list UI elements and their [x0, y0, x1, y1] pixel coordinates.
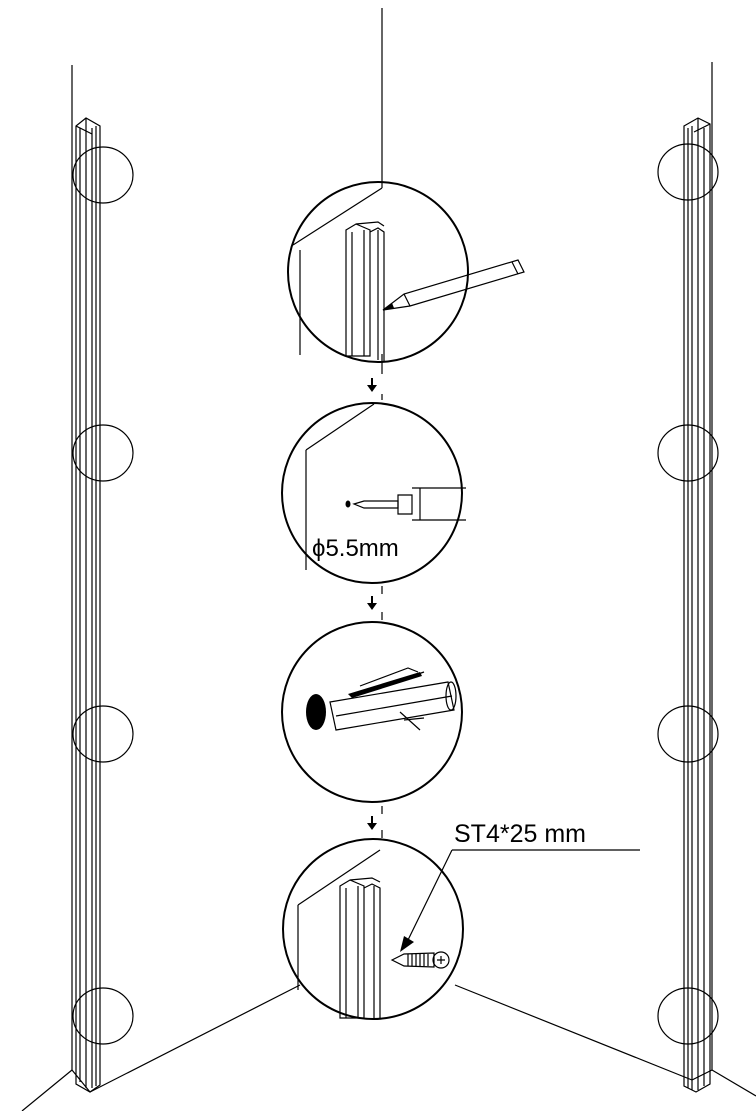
left-wall-profile — [75, 117, 101, 1093]
marker-circle — [657, 705, 719, 763]
screw-icon — [390, 951, 450, 969]
marker-circle — [72, 705, 134, 763]
wall-corner-lines — [21, 8, 756, 1111]
right-profile-markers — [657, 143, 719, 1045]
step-1-mark-position — [287, 181, 525, 363]
step-3-insert-anchor — [281, 621, 463, 803]
marker-circle — [72, 424, 134, 482]
drilled-hole — [306, 694, 326, 730]
pencil-icon — [382, 259, 525, 311]
step-3-circle — [281, 621, 463, 803]
insert-arrow-icon — [348, 667, 425, 698]
step-1-circle — [287, 181, 469, 363]
step-2-circle — [281, 402, 463, 584]
left-profile-markers — [72, 146, 134, 1045]
profile-detail — [339, 877, 381, 1019]
marker-circle — [657, 987, 719, 1045]
wall-plug-icon — [329, 681, 457, 731]
callout-leader — [400, 849, 640, 952]
step-4-circle — [282, 838, 464, 1020]
step-4-fix-screw: ST4*25 mm — [282, 820, 640, 1020]
right-wall-profile — [683, 117, 711, 1093]
step-2-drill-hole: ϕ5.5mm — [281, 402, 466, 584]
down-arrow-icon — [367, 816, 377, 830]
marker-circle — [72, 987, 134, 1045]
marker-circle — [657, 424, 719, 482]
down-arrow-icon — [367, 596, 377, 610]
drill-diameter-label: ϕ5.5mm — [312, 535, 399, 562]
screw-spec-label: ST4*25 mm — [454, 820, 586, 848]
drill-bit-icon — [345, 487, 466, 521]
down-arrow-icon — [367, 378, 377, 392]
marker-circle — [72, 146, 134, 204]
marker-circle — [657, 143, 719, 201]
profile-detail — [345, 221, 385, 362]
